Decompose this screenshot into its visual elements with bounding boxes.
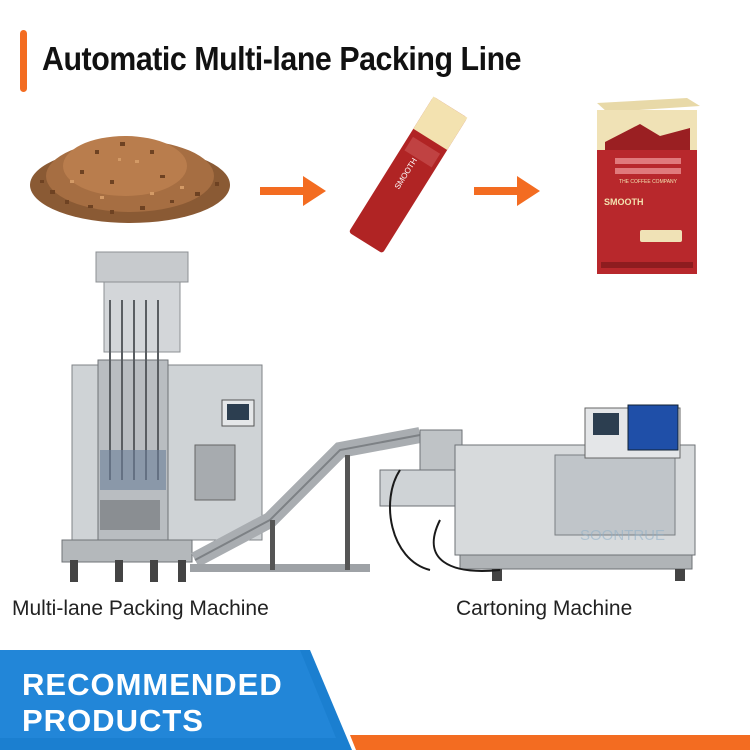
- coffee-stick-image: SMOOTH: [349, 96, 468, 253]
- multi-lane-packing-machine-image: [61, 251, 422, 582]
- banner-line-1: RECOMMENDED: [22, 667, 283, 702]
- page-title: Automatic Multi-lane Packing Line: [42, 40, 522, 77]
- banner-line-2: PRODUCTS: [22, 703, 204, 738]
- arrow-right-icon: [474, 176, 540, 206]
- title-accent-bar: [20, 30, 27, 92]
- cartoning-machine-image: [379, 404, 696, 581]
- cartoning-machine-label: Cartoning Machine: [456, 597, 633, 620]
- coffee-granules-image: [30, 136, 230, 223]
- box-label: SMOOTH: [604, 197, 644, 207]
- box-subtitle: THE COFFEE COMPANY: [619, 179, 678, 185]
- packing-machine-label: Multi-lane Packing Machine: [12, 597, 269, 620]
- watermark-text: SOONTRUE: [580, 527, 665, 544]
- coffee-box-image: THE COFFEE COMPANY SMOOTH: [597, 98, 700, 274]
- recommended-products-banner: [0, 650, 750, 750]
- arrow-right-icon: [260, 176, 326, 206]
